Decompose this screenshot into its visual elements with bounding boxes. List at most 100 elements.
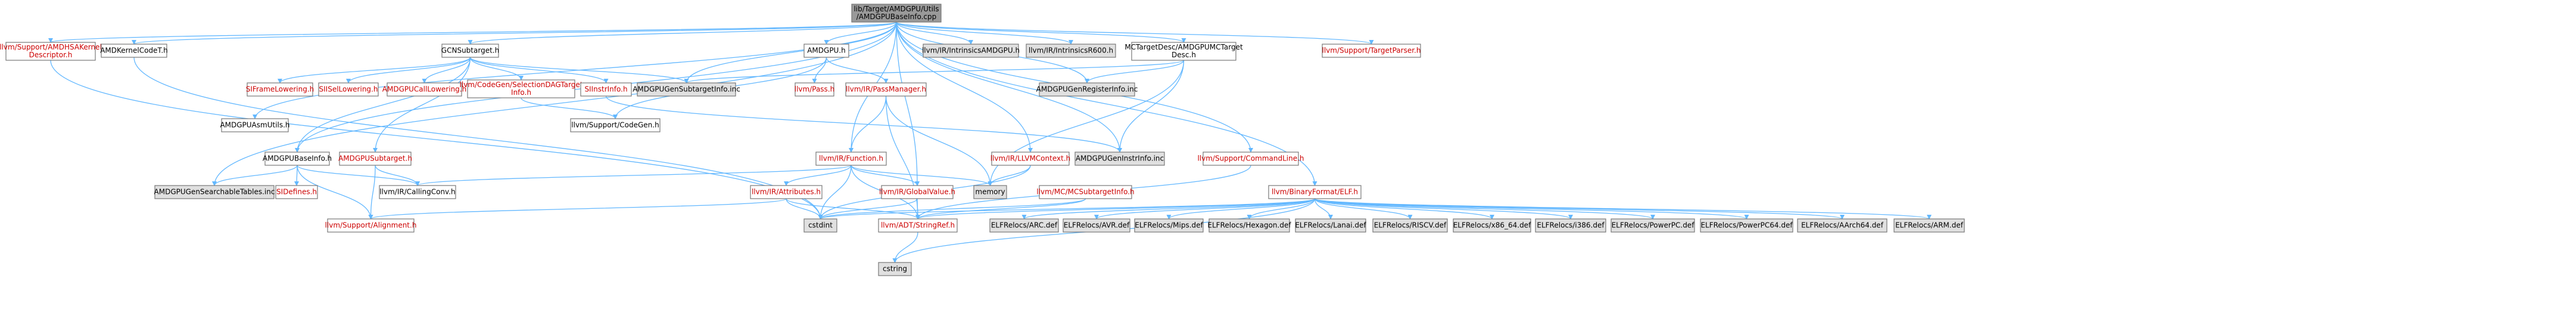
node-alignment[interactable]: llvm/Support/Alignment.h <box>325 218 417 233</box>
node-label: llvm/IR/PassManager.h <box>846 85 926 94</box>
node-box <box>1074 152 1165 166</box>
node-commandline[interactable]: llvm/Support/CommandLine.h <box>1197 152 1304 166</box>
node-box <box>387 82 462 97</box>
node-label: llvm/IR/IntrinsicsAMDGPU.h <box>922 47 1020 55</box>
node-stringref[interactable]: llvm/ADT/StringRef.h <box>878 218 958 233</box>
node-arm-def: ELFRelocs/ARM.def <box>1893 218 1965 233</box>
node-label: ELFRelocs/i386.def <box>1537 221 1605 230</box>
node-label: llvm/MC/MCSubtargetInfo.h <box>1036 188 1134 196</box>
node-targetparser[interactable]: llvm/Support/TargetParser.h <box>1322 44 1421 58</box>
dependency-edge <box>1314 198 1655 220</box>
node-label: AMDGPUAsmUtils.h <box>220 121 289 129</box>
node-box <box>1295 218 1366 233</box>
node-asmutils[interactable]: AMDGPUAsmUtils.h <box>220 118 290 132</box>
node-label: AMDGPUGenInstrInfo.inc <box>1076 155 1164 163</box>
dependency-edge <box>278 57 471 84</box>
node-attributes[interactable]: llvm/IR/Attributes.h <box>750 185 823 199</box>
node-siframelowering[interactable]: SIFrameLowering.h <box>246 82 314 97</box>
node-label: cstring <box>883 265 907 273</box>
dependency-edge <box>1314 198 1494 220</box>
dependency-edge <box>1314 198 1932 220</box>
node-label: GCNSubtarget.h <box>441 47 499 55</box>
node-siisellowering[interactable]: SIISelLowering.h <box>318 82 379 97</box>
dependency-edge <box>1166 198 1316 220</box>
dependency-edge <box>786 198 920 220</box>
node-elf[interactable]: llvm/BinaryFormat/ELF.h <box>1268 185 1362 199</box>
node-riscv-def: ELFRelocs/RISCV.def <box>1372 218 1448 233</box>
node-label: llvm/Support/TargetParser.h <box>1322 47 1421 55</box>
node-label: llvm/Support/Alignment.h <box>325 221 417 230</box>
node-label: AMDKernelCodeT.h <box>100 47 168 55</box>
node-label: llvm/IR/GlobalValue.h <box>879 188 955 196</box>
dependency-edge <box>784 165 852 186</box>
dependency-edge <box>915 198 1316 220</box>
node-callingconv[interactable]: llvm/IR/CallingConv.h <box>379 185 456 199</box>
node-box <box>5 42 96 61</box>
node-box <box>441 44 499 58</box>
node-label: SIInstrInfo.h <box>584 85 627 94</box>
dependency-edge <box>468 21 897 45</box>
node-box <box>1372 218 1448 233</box>
node-amdgpu-h[interactable]: AMDGPU.h <box>803 44 849 58</box>
node-mcsubtargetinfo[interactable]: llvm/MC/MCSubtargetInfo.h <box>1036 185 1135 199</box>
node-sidefines[interactable]: SIDefines.h <box>275 185 318 199</box>
dependency-edge <box>1085 60 1185 84</box>
node-label: AMDGPU.h <box>807 47 846 55</box>
node-label: ELFRelocs/Lanai.def <box>1295 221 1366 230</box>
node-box <box>339 152 412 166</box>
dependency-edge <box>892 231 918 263</box>
dependency-edge <box>1021 198 1316 220</box>
node-box <box>795 82 834 97</box>
node-label: ELFRelocs/Mips.def <box>1135 221 1203 230</box>
node-label: llvm/Pass.h <box>795 85 834 94</box>
dependency-edge <box>896 21 1033 153</box>
node-label: AMDGPUBaseInfo.h <box>263 155 332 163</box>
node-codegen[interactable]: llvm/Support/CodeGen.h <box>570 118 661 132</box>
node-llvmcontext[interactable]: llvm/IR/LLVMContext.h <box>990 152 1070 166</box>
node-powerpc64-def: ELFRelocs/PowerPC64.def <box>1700 218 1793 233</box>
node-root[interactable]: lib/Target/AMDGPU/Utils/AMDGPUBaseInfo.c… <box>851 4 942 23</box>
node-box <box>570 118 661 132</box>
node-label: llvm/Support/AMDHSAKernel <box>0 43 102 51</box>
node-label: llvm/IR/Attributes.h <box>752 188 821 196</box>
dependency-edge <box>521 97 618 119</box>
node-box <box>154 185 275 199</box>
node-label: memory <box>975 188 1005 196</box>
node-box <box>1611 218 1695 233</box>
node-box <box>637 82 736 97</box>
node-passmanager[interactable]: llvm/IR/PassManager.h <box>845 82 927 97</box>
node-box <box>1453 218 1531 233</box>
node-baseinfo-h[interactable]: AMDGPUBaseInfo.h <box>263 152 332 166</box>
node-pass[interactable]: llvm/Pass.h <box>795 82 834 97</box>
dependency-edge <box>373 57 471 153</box>
dependency-edge <box>368 198 787 220</box>
node-searchable-inc: AMDGPUGenSearchableTables.inc <box>154 185 275 199</box>
node-globalvalue[interactable]: llvm/IR/GlobalValue.h <box>879 185 955 199</box>
node-label: AMDGPUSubtarget.h <box>338 155 412 163</box>
node-function[interactable]: llvm/IR/Function.h <box>815 152 887 166</box>
node-amdkernelcode[interactable]: AMDKernelCodeT.h <box>100 44 168 58</box>
dependency-edge <box>896 21 1186 43</box>
node-box <box>1203 152 1299 166</box>
dependency-edge <box>469 57 609 84</box>
dependency-edge <box>896 21 1073 45</box>
dependency-edge <box>826 57 889 84</box>
node-box <box>1134 218 1204 233</box>
dependency-edge <box>818 198 1086 220</box>
node-label: AMDGPUGenSearchableTables.inc <box>154 188 275 196</box>
node-gcnsubtarget[interactable]: GCNSubtarget.h <box>441 44 499 58</box>
node-amdgpucalllowering[interactable]: AMDGPUCallLowering.h <box>382 82 466 97</box>
node-intrinsics-r600: llvm/IR/IntrinsicsR600.h <box>1026 44 1116 58</box>
dependency-edge <box>1117 60 1185 153</box>
node-box <box>1893 218 1965 233</box>
node-amdgpusubtarget[interactable]: AMDGPUSubtarget.h <box>338 152 412 166</box>
node-box <box>878 262 912 276</box>
node-label: Desc.h <box>1172 51 1196 59</box>
node-box <box>1208 218 1290 233</box>
node-label: ELFRelocs/ARC.def <box>991 221 1058 230</box>
node-siinstrinfo[interactable]: SIInstrInfo.h <box>580 82 632 97</box>
node-box <box>851 4 942 23</box>
